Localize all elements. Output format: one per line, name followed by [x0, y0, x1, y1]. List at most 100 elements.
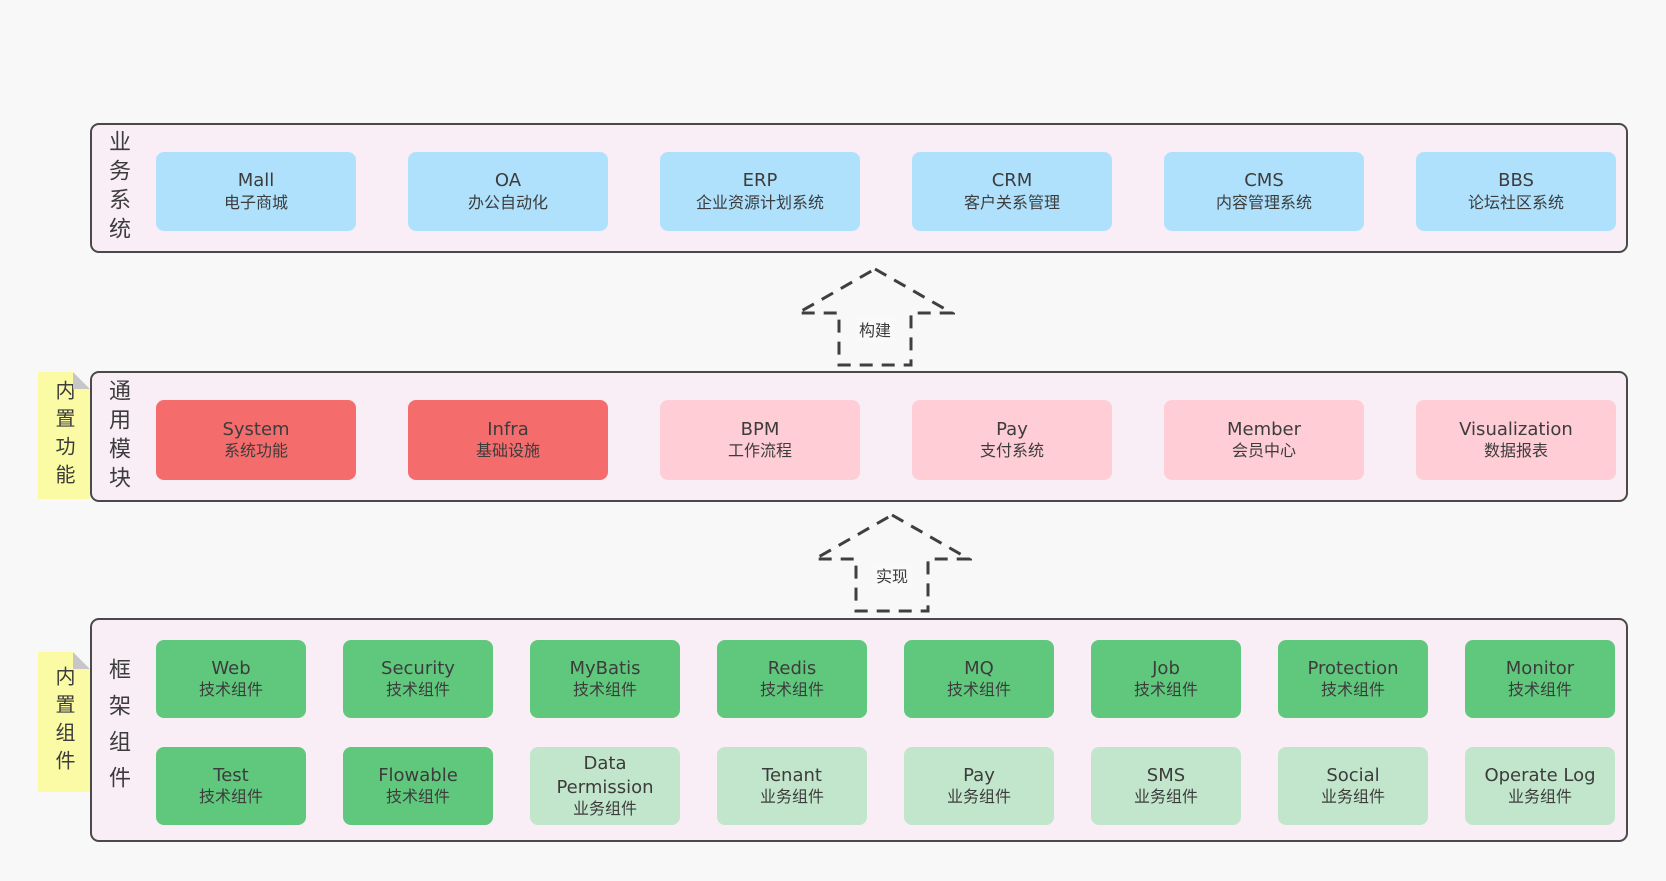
node-title: Web — [211, 657, 251, 679]
node-subtitle: 客户关系管理 — [963, 192, 1060, 212]
node-subtitle: 论坛社区系统 — [1467, 192, 1564, 212]
node-title: BPM — [740, 418, 780, 440]
node-subtitle: 业务组件 — [1320, 787, 1385, 807]
node-title: Social — [1326, 764, 1380, 786]
node-title: Redis — [767, 657, 817, 679]
node-title: OA — [494, 170, 522, 192]
arrow-build-label: 构建 — [854, 316, 896, 342]
node-title: Job — [1152, 657, 1180, 679]
node-title: Infra — [487, 418, 529, 440]
node-subtitle: 技术组件 — [385, 787, 450, 807]
node-title: Security — [381, 657, 455, 679]
node-title: Tenant — [762, 764, 822, 786]
node-title: BBS — [1498, 170, 1534, 192]
node-subtitle: 系统功能 — [223, 441, 288, 461]
dashed-up-arrow-icon — [812, 513, 972, 613]
node-title: MyBatis — [569, 657, 641, 679]
node-subtitle: 业务组件 — [946, 787, 1011, 807]
node-subtitle: 企业资源计划系统 — [695, 192, 824, 212]
node-title: Pay — [996, 418, 1028, 440]
node-title: CMS — [1244, 170, 1284, 192]
note-fold-corner-icon — [73, 652, 90, 669]
node-subtitle: 业务组件 — [1133, 787, 1198, 807]
node-subtitle: 业务组件 — [572, 798, 637, 818]
node-subtitle: 技术组件 — [1133, 680, 1198, 700]
node-subtitle: 技术组件 — [946, 680, 1011, 700]
node-title: Visualization — [1459, 418, 1573, 440]
arrow-implement-label: 实现 — [871, 562, 913, 588]
node-subtitle: 技术组件 — [385, 680, 450, 700]
node-title: MQ — [964, 657, 994, 679]
arrow-implement: 实现 — [812, 512, 972, 614]
node-subtitle: 技术组件 — [1320, 680, 1385, 700]
sticky-note-builtin-features-label: 内置功能 — [52, 379, 76, 492]
sticky-note-builtin-features: 内置功能 — [38, 372, 90, 499]
node-subtitle: 内容管理系统 — [1215, 192, 1312, 212]
node-title: Pay — [963, 764, 995, 786]
node-subtitle: 技术组件 — [198, 787, 263, 807]
node-subtitle: 支付系统 — [979, 441, 1044, 461]
node-title: Protection — [1307, 657, 1399, 679]
node-title: Flowable — [378, 764, 458, 786]
node-subtitle: 工作流程 — [727, 441, 792, 461]
layer-framework-components-label: 框架组件 — [105, 658, 130, 802]
node-subtitle: 数据报表 — [1483, 441, 1548, 461]
node-title: System — [222, 418, 290, 440]
node-title: Data Permission — [556, 753, 654, 798]
sticky-note-builtin-components: 内置组件 — [38, 652, 90, 792]
node-title: SMS — [1146, 764, 1186, 786]
note-fold-corner-icon — [73, 372, 90, 389]
sticky-note-builtin-components-label: 内置组件 — [52, 666, 76, 778]
node-subtitle: 电子商城 — [223, 192, 288, 212]
node-subtitle: 业务组件 — [1507, 787, 1572, 807]
node-subtitle: 技术组件 — [759, 680, 824, 700]
node-title: Test — [213, 764, 249, 786]
node-subtitle: 业务组件 — [759, 787, 824, 807]
node-title: Operate Log — [1484, 764, 1596, 786]
node-subtitle: 技术组件 — [1507, 680, 1572, 700]
node-title: Member — [1226, 418, 1302, 440]
node-title: Mall — [237, 170, 275, 192]
node-title: ERP — [742, 170, 778, 192]
node-subtitle: 技术组件 — [572, 680, 637, 700]
layer-common-modules-label: 通用模块 — [105, 378, 130, 495]
node-title: Monitor — [1505, 657, 1575, 679]
node-subtitle: 技术组件 — [198, 680, 263, 700]
node-subtitle: 会员中心 — [1231, 441, 1296, 461]
